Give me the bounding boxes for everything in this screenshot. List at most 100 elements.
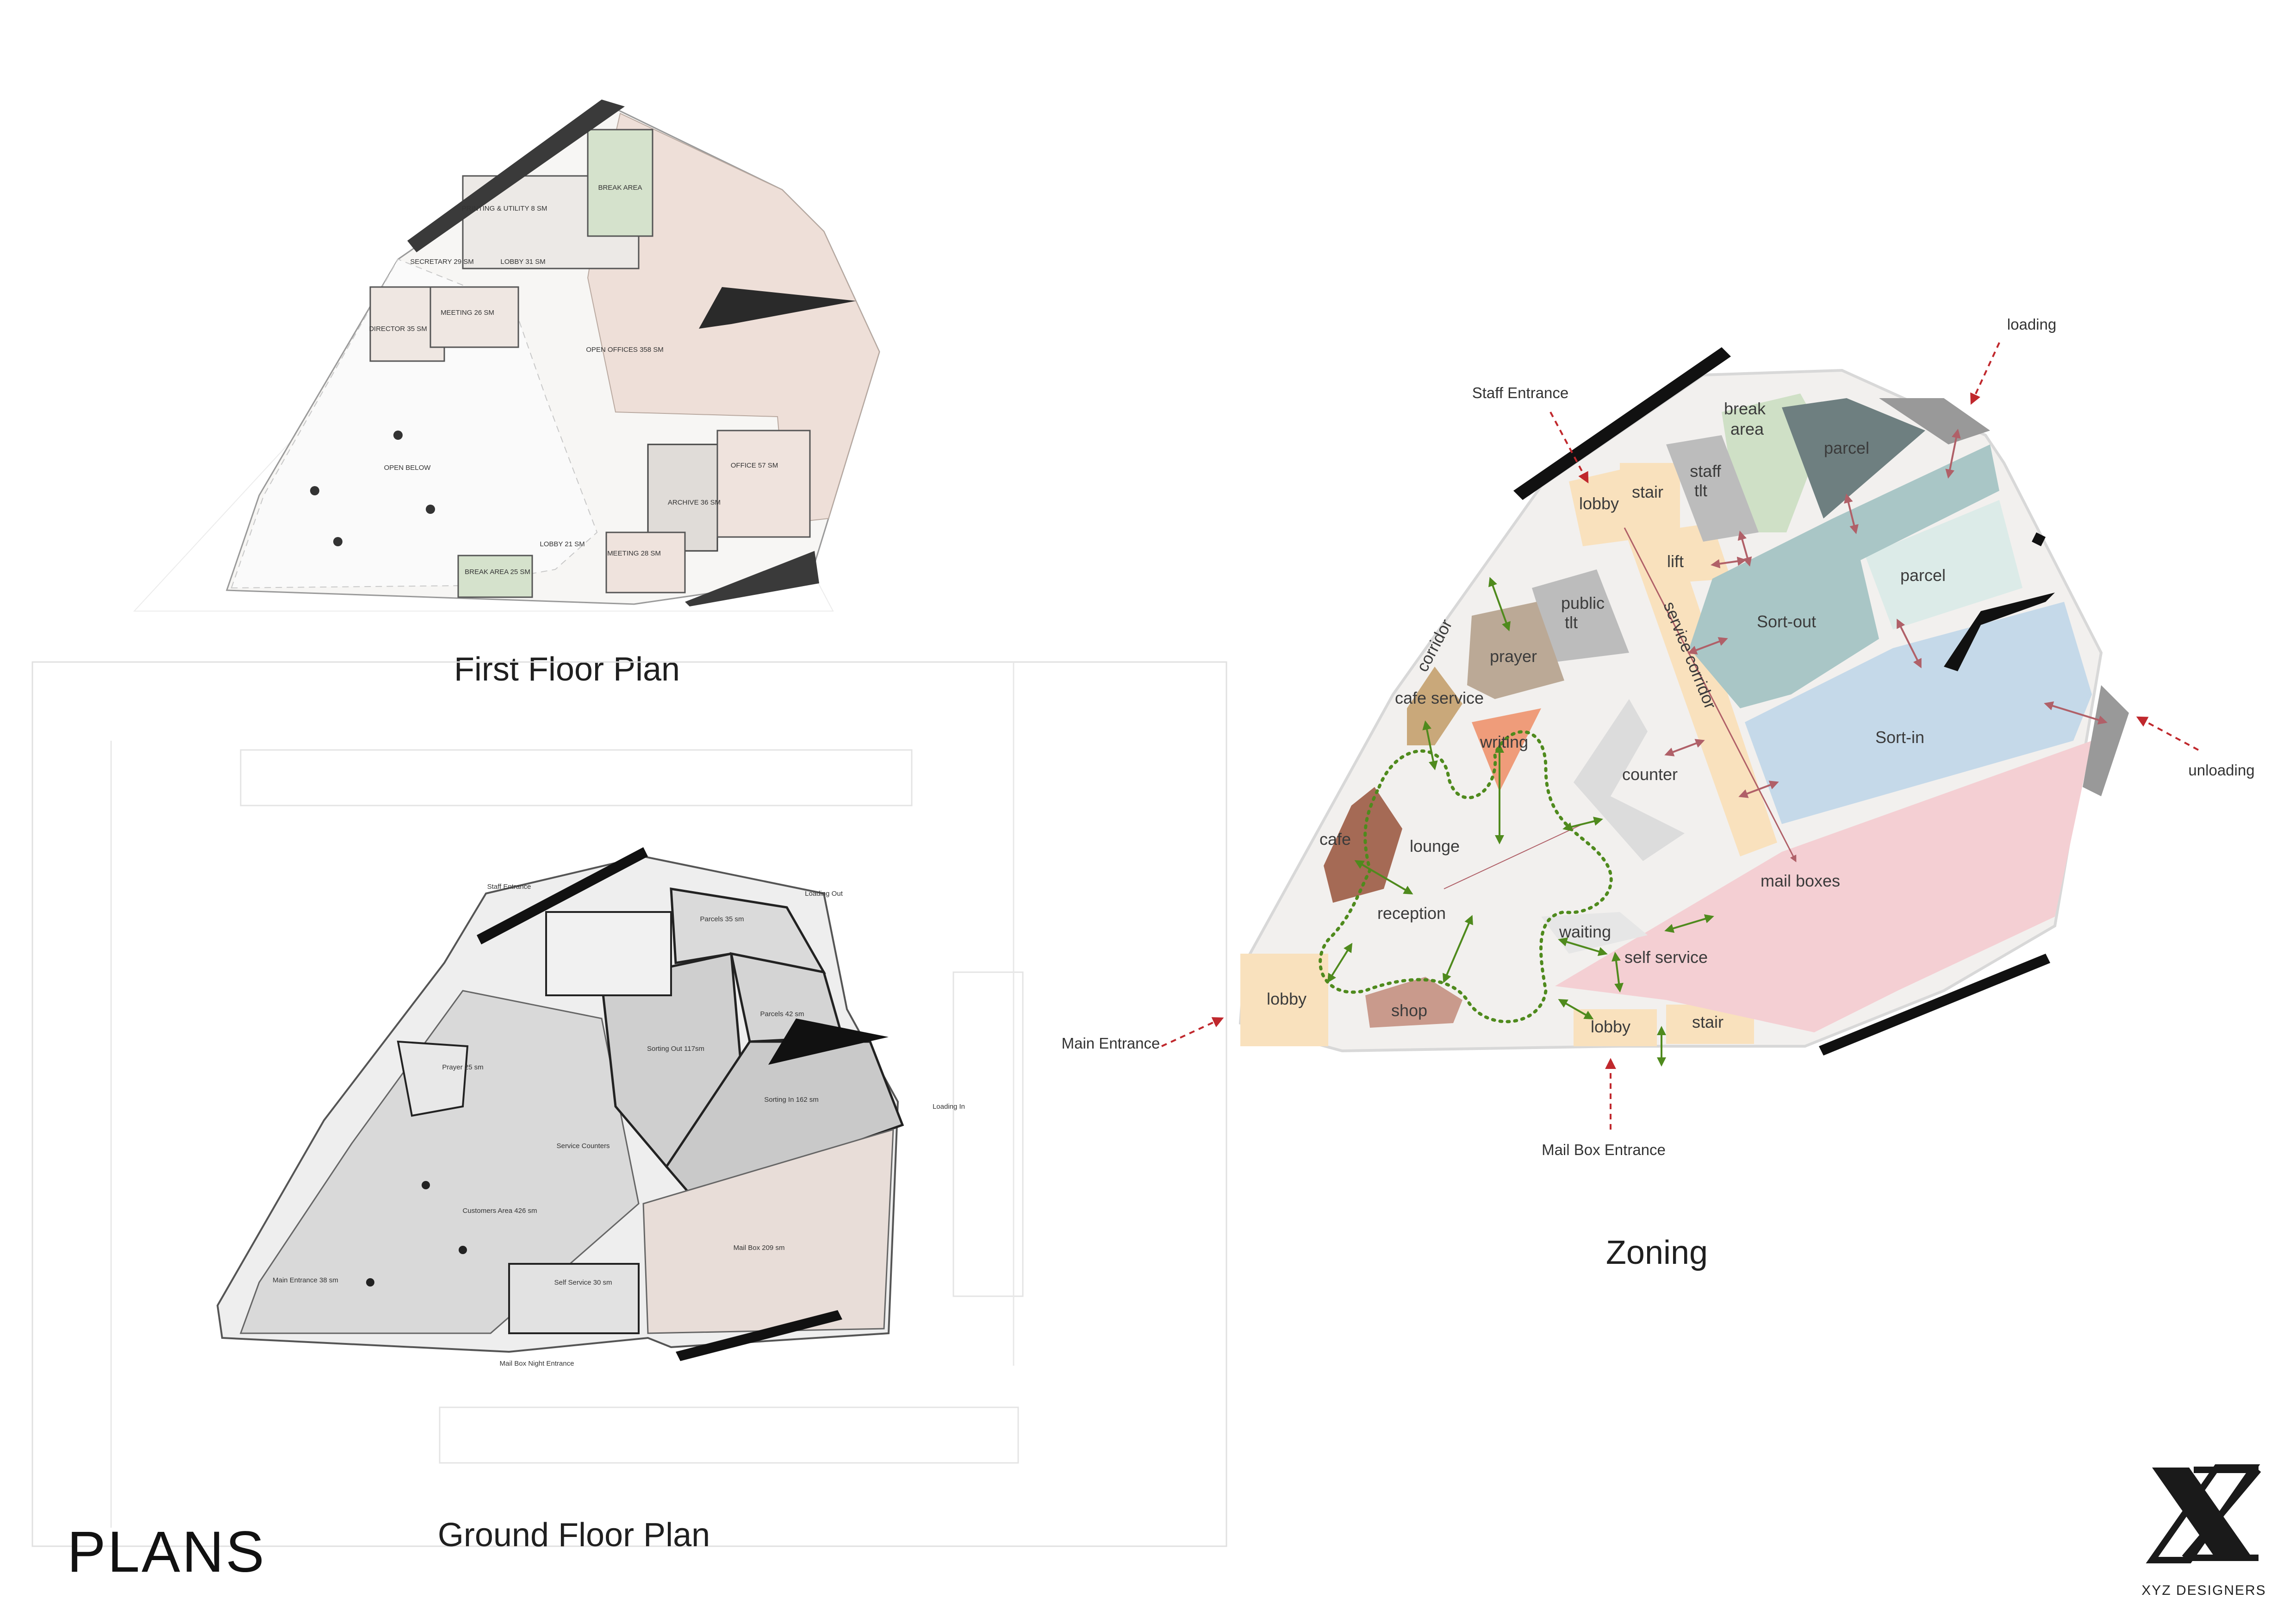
zone-label-staff-line: staff <box>1690 462 1721 481</box>
gf-label-loading-in: Loading In <box>933 1103 965 1111</box>
ff-label-open-below: OPEN BELOW <box>384 464 431 472</box>
callout-unloading: unloading <box>2188 762 2254 779</box>
circulation-arrow <box>1612 952 1624 993</box>
ff-label-lobby-top: LOBBY 31 SM <box>500 258 545 266</box>
ff-label-lobby-bottom: LOBBY 21 SM <box>540 540 585 548</box>
entry-arrow-loading <box>1970 342 2000 405</box>
facade-fin-north <box>407 100 625 252</box>
entry-arrow-main <box>1161 1017 1224 1047</box>
circulation-arrow <box>1327 943 1353 983</box>
gf-facade-fin-south <box>676 1310 842 1361</box>
zone-staff-tlt-fill <box>1666 435 1759 542</box>
ff-label-meeting-top: MEETING 26 SM <box>441 309 494 317</box>
loading-dock-right <box>2083 685 2129 796</box>
zone-label-lobby-main: lobby <box>1267 989 1307 1008</box>
gf-label-parcels-top: Parcels 35 sm <box>700 915 744 923</box>
zone-sort-in-fill <box>1745 602 2092 824</box>
zone-shop-fill <box>1365 977 1462 1028</box>
logo-stroke-x1 <box>2152 1468 2254 1560</box>
zone-label-sort-out: Sort-out <box>1757 612 1816 631</box>
circulation-arrow <box>1488 577 1511 631</box>
customers-area <box>239 990 640 1334</box>
zone-label-writing: writing <box>1480 732 1528 751</box>
zone-label-stair-top: stair <box>1632 482 1663 501</box>
zone-public-tlt-fill <box>1532 569 1629 662</box>
xyz-logo <box>2146 1464 2261 1563</box>
service-arrow <box>2044 701 2108 725</box>
first-floor-plan: PRINTING & UTILITY 8 SM BREAK AREA SECRE… <box>133 100 880 688</box>
gf-label-parcels-mid: Parcels 42 sm <box>760 1010 804 1018</box>
break-area-bottom-room <box>457 555 533 598</box>
zone-cafe-service-fill <box>1407 667 1462 745</box>
meeting-room-top <box>429 286 519 348</box>
column <box>310 486 319 495</box>
ff-label-director: DIRECTOR 35 SM <box>369 325 427 333</box>
zone-lobby-main-fill <box>1240 954 1328 1046</box>
zone-stair-top-fill <box>1620 463 1680 532</box>
meeting-room-bottom <box>605 531 686 593</box>
zone-label-cafe: cafe <box>1319 830 1351 849</box>
zone-label-lounge: lounge <box>1410 837 1460 856</box>
zone-label-prayer: prayer <box>1490 647 1537 666</box>
circulation-arrow <box>1558 937 1608 956</box>
zone-label-break: break area <box>1724 399 1770 438</box>
zone-label-cafe-service: cafe service <box>1395 688 1484 707</box>
circulation-arrow <box>1422 720 1438 770</box>
service-arrow <box>1844 493 1859 534</box>
gf-label-staff-entrance: Staff Entrance <box>487 883 531 891</box>
circulation-arrow <box>1443 915 1473 983</box>
ff-label-secretary: SECRETARY 29 SM <box>410 258 474 266</box>
zone-label-shop: shop <box>1391 1001 1427 1020</box>
zone-label-stair-bottom: stair <box>1692 1012 1724 1031</box>
zone-counter-fill <box>1574 699 1685 861</box>
ff-label-office: OFFICE 57 SM <box>731 462 778 469</box>
ff-label-printing: PRINTING & UTILITY 8 SM <box>462 205 548 212</box>
gf-label-sorting-out: Sorting Out 117sm <box>647 1045 704 1053</box>
zone-label-sort-in: Sort-in <box>1875 728 1924 747</box>
gf-label-self-service: Self Service 30 sm <box>554 1279 612 1287</box>
zone-label-lift: lift <box>1667 552 1684 571</box>
zoning-fin-south <box>1819 954 2050 1056</box>
ff-label-meeting-bottom: MEETING 28 SM <box>607 550 661 557</box>
column <box>426 505 435 514</box>
zone-label-area-line: area <box>1730 419 1764 438</box>
zone-parcel-dark-fill <box>1782 398 1925 518</box>
callout-staff-entrance: Staff Entrance <box>1472 384 1569 401</box>
gf-label-sorting-in: Sorting In 162 sm <box>764 1096 819 1104</box>
sheet-title: PLANS <box>67 1520 266 1584</box>
zoning-fin-east <box>2032 532 2046 546</box>
mail-box-room <box>642 1128 894 1334</box>
ff-label-open-offices: OPEN OFFICES 358 SM <box>586 346 664 354</box>
site-context <box>31 661 1227 1547</box>
zone-label-public-tlt: public tlt <box>1561 593 1609 632</box>
zoning-diagram: break area parcel stair staff tlt lobby … <box>1062 316 2255 1271</box>
circulation-arrow <box>1354 860 1413 895</box>
service-corridor-line <box>1624 527 1797 862</box>
gf-facade-fin-mid <box>768 1018 889 1065</box>
gf-label-customers-area: Customers Area 426 sm <box>463 1207 537 1215</box>
circulation-arrow <box>1664 914 1714 933</box>
column <box>366 1278 374 1287</box>
road-edge <box>110 662 1014 1528</box>
logo-stroke-z <box>2182 1467 2261 1561</box>
service-arrow <box>1737 531 1752 567</box>
zone-label-tlt-line: tlt <box>1694 481 1707 500</box>
zone-label-public-tlt-line: tlt <box>1565 613 1578 632</box>
gf-facade-fin-north <box>477 847 648 944</box>
zoning-caption: Zoning <box>1606 1234 1708 1271</box>
zone-label-parcel-right: parcel <box>1900 566 1946 585</box>
reception-counter-line <box>1444 824 1583 889</box>
callout-main-entrance: Main Entrance <box>1062 1035 1160 1052</box>
zone-mail-boxes-fill <box>1555 741 2092 1032</box>
ff-label-archive: ARCHIVE 36 SM <box>668 499 721 506</box>
zone-sort-out-fill <box>1689 444 1999 708</box>
circulation-arrow <box>1562 817 1603 831</box>
zone-label-lobby-mail: lobby <box>1591 1017 1630 1036</box>
brand-name: XYZ DESIGNERS <box>2141 1583 2266 1598</box>
zone-parcel-light-fill <box>1865 500 2022 630</box>
service-arrow <box>1664 739 1705 756</box>
ff-label-break-top: BREAK AREA <box>598 184 642 192</box>
ground-floor-caption: Ground Floor Plan <box>438 1517 710 1554</box>
zone-label-break-line: break <box>1724 399 1766 418</box>
